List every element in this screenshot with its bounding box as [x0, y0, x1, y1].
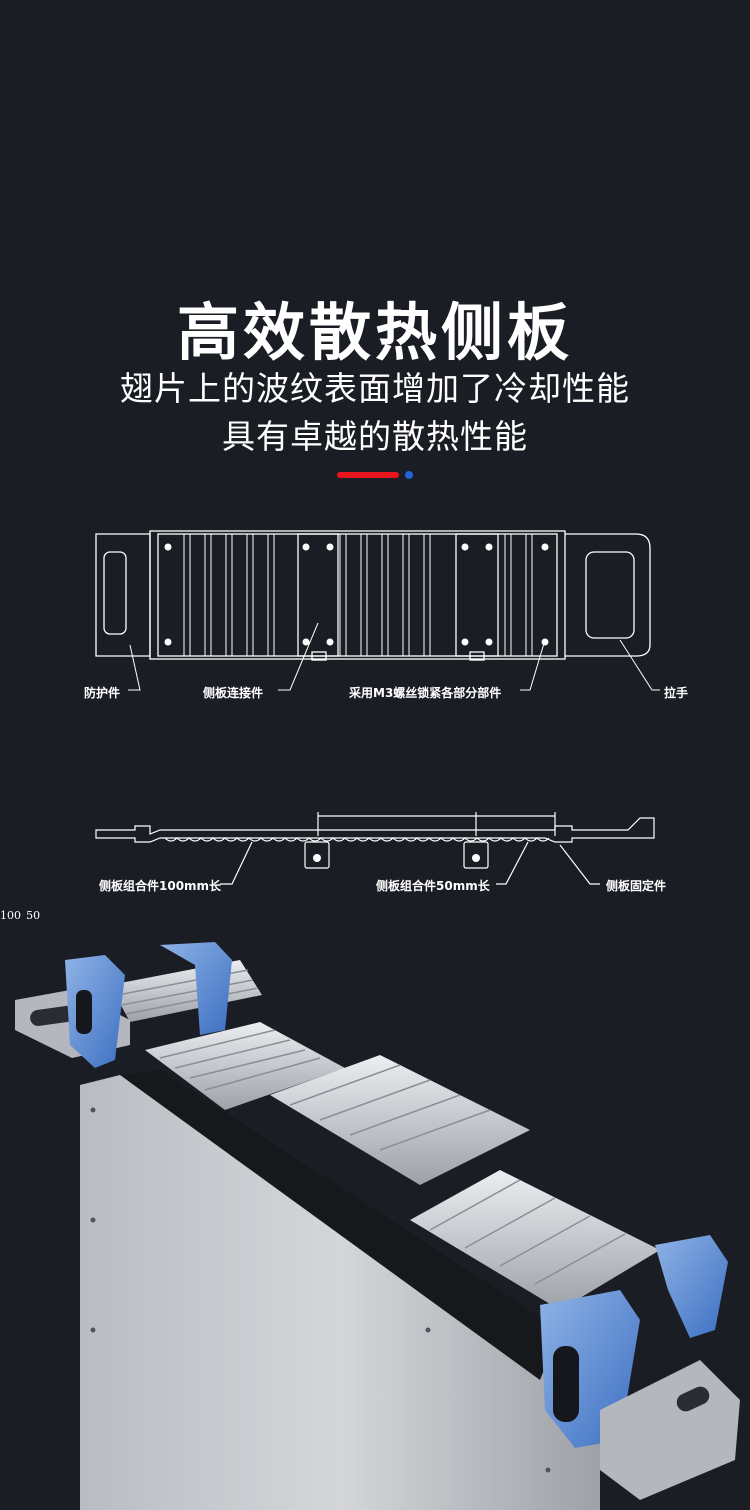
label-guard: 防护件	[84, 686, 121, 700]
label-handle: 拉手	[664, 686, 689, 700]
top-view-diagram: 防护件 侧板连接件 采用M3螺丝锁紧各部分部件 拉手	[0, 520, 750, 710]
dimension-100: 100	[0, 909, 21, 922]
dimension-50: 50	[26, 909, 41, 922]
label-screws: 采用M3螺丝锁紧各部分部件	[349, 686, 502, 700]
product-render-image	[15, 942, 740, 1510]
side-view-drawing	[95, 812, 655, 885]
product-render	[0, 930, 750, 1510]
label-assembly-50mm: 侧板组合件50mm长	[376, 879, 490, 893]
page-title: 高效散热侧板	[176, 296, 573, 369]
subtitle-line-1: 翅片上的波纹表面增加了冷却性能	[120, 369, 630, 408]
side-view-diagram: 100 50 侧板组合件100mm长 侧板组合件50mm长 侧板固定件	[0, 795, 750, 922]
subtitle-line-2: 具有卓越的散热性能	[222, 417, 528, 456]
label-side-connector: 侧板连接件	[203, 686, 264, 700]
top-view-drawing	[95, 530, 660, 691]
accent-bar	[337, 472, 399, 478]
label-assembly-100mm: 侧板组合件100mm长	[99, 879, 222, 893]
accent-dot	[405, 471, 413, 479]
label-fixing-part: 侧板固定件	[606, 879, 667, 893]
